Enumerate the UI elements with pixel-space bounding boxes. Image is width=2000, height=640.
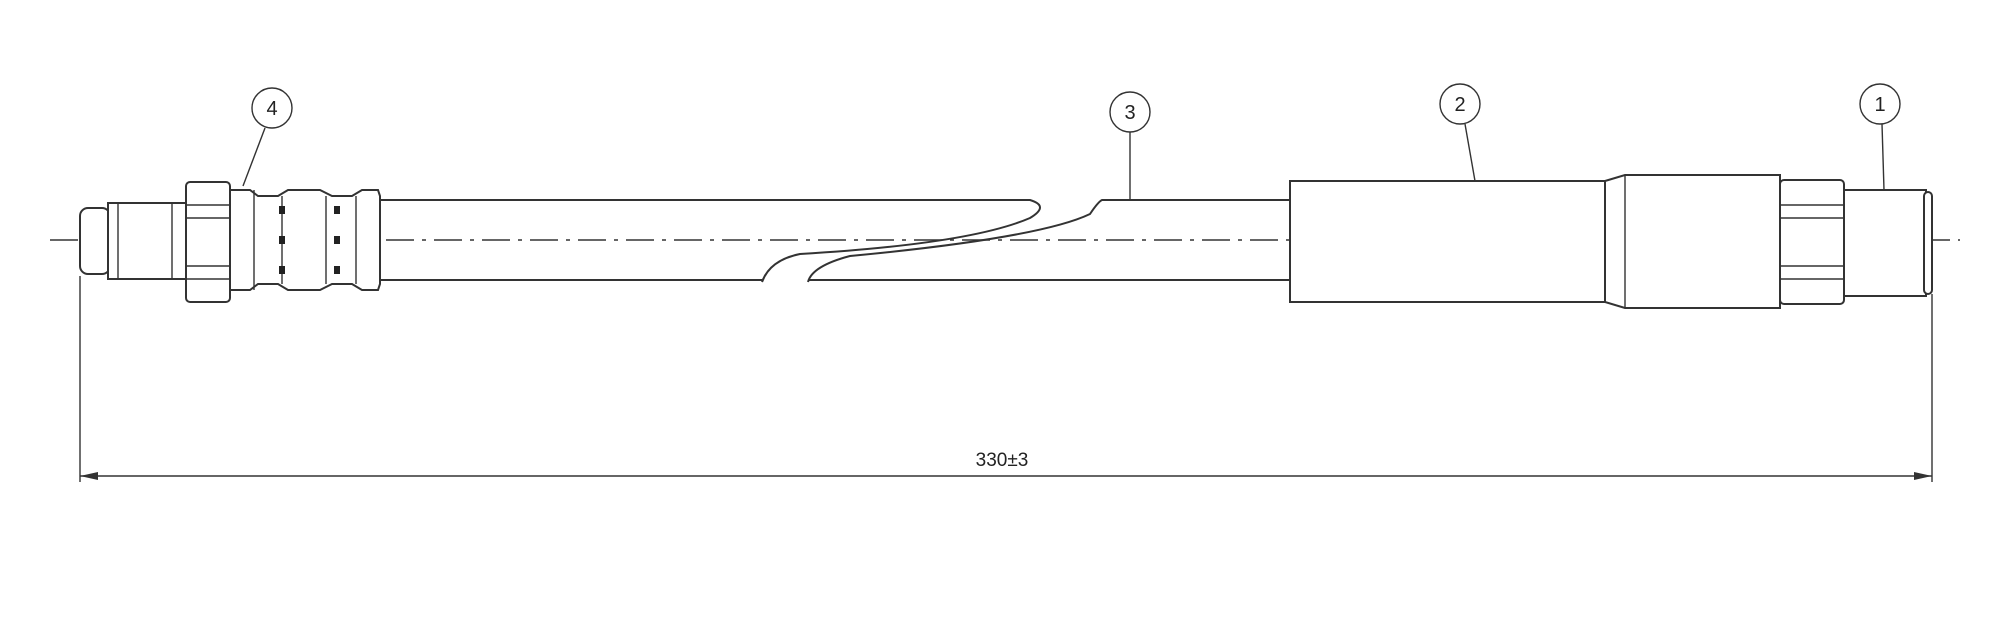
callout-3: 3 (1109, 91, 1151, 200)
callout-2: 2 (1439, 83, 1481, 182)
callout-3-label: 3 (1124, 102, 1135, 124)
callout-4-label: 4 (266, 98, 277, 120)
callout-2-label: 2 (1454, 94, 1465, 116)
callout-4: 4 (242, 87, 293, 187)
right-tube-nipple (1843, 189, 1927, 297)
right-nipple-tip (1923, 191, 1933, 295)
left-hex-nut (185, 181, 231, 303)
callout-1: 1 (1859, 83, 1901, 191)
right-hex-nut (1779, 179, 1845, 305)
left-end-fitting (79, 181, 381, 303)
left-crimp-sleeve (229, 189, 381, 291)
ferrule-taper (1604, 174, 1781, 309)
overall-length-dimension: 330±3 (79, 276, 1933, 482)
right-ferrule (1289, 174, 1781, 309)
callout-1-label: 1 (1874, 94, 1885, 116)
dimension-label: 330±3 (976, 450, 1029, 471)
left-thread-body (107, 202, 187, 280)
ferrule-sleeve (1289, 180, 1606, 303)
right-end-fitting (1779, 179, 1933, 305)
hose-body (380, 199, 1290, 283)
left-threaded-tip (79, 207, 111, 275)
